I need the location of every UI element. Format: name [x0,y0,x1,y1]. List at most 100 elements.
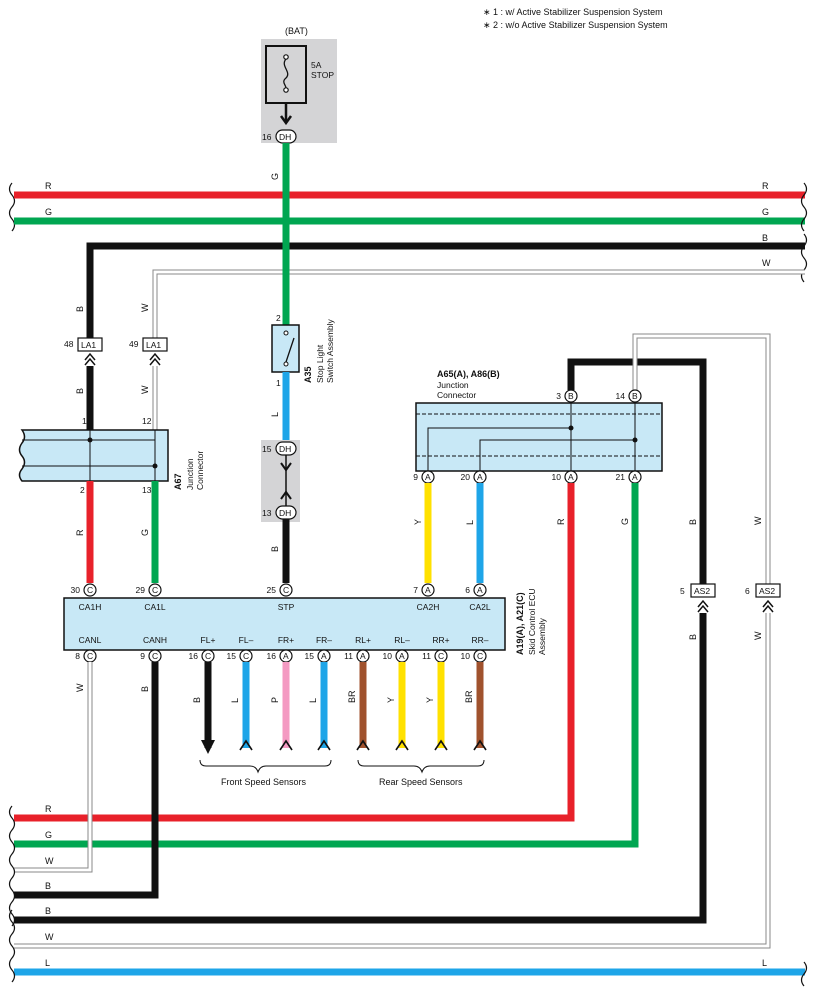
ecu-top-pin-4-terminal [473,583,487,597]
note-active-stabilizer: ∗ 1 : w/ Active Stabilizer Suspension Sy… [483,7,663,17]
wire-r-a65-to-bus [14,483,575,822]
a65-bottom-pin-1-connector-code: A [477,472,483,482]
wire-b-dh-label: B [270,546,280,552]
bus-l-bottom-right-label: L [762,958,767,968]
wire-w-to-la1 [153,270,805,338]
wire-w-as2-lower-label: W [753,631,763,640]
sensor-arrow-down-icon [201,740,215,754]
a65-top-pin-0-terminal [564,389,578,403]
a67-pin-12: 12 [142,416,152,426]
switch-pin-1: 1 [276,378,281,388]
ecu-signal-4: FR+ [278,635,294,645]
ecu-signal-stp: STP [278,602,295,612]
la1-right-pin: 49 [129,339,139,349]
bus-l-bottom-left-label: L [45,958,50,968]
sensor-wire-label-8: Y [425,697,435,703]
a67-pin-2: 2 [80,485,85,495]
dh-top-code: DH [279,444,291,454]
bus-r-top-left-label: R [45,181,52,191]
la1-right-code: LA1 [146,340,161,350]
sensor-chevron-up-icon [317,739,331,751]
ecu-name-1: Skid Control ECU [527,588,537,655]
wire-w-la1-upper-label: W [140,303,150,312]
a65-bottom-pin-1-pin-number: 20 [461,472,471,482]
fuse-terminal-bottom [283,87,289,93]
bus-w-bottom-label-2: W [45,932,54,942]
a65-top-pin-0-pin-number: 3 [556,391,561,401]
front-sensors-label: Front Speed Sensors [221,777,307,787]
la1-right-chevron-icon [149,352,161,361]
ecu-signal-6: RL+ [355,635,371,645]
ecu-top-pin-4-connector-code: A [477,585,483,595]
a65-junction-dot-1 [568,425,574,431]
wire-g-a65-to-bus [14,483,639,848]
wire-l-switch-label: L [270,412,280,417]
note-no-active-stabilizer: ∗ 2 : w/o Active Stabilizer Suspension S… [483,20,668,30]
break-mark-top-left [8,182,16,232]
sensor-wire-label-2: B [192,697,202,703]
ecu-signal-1: CANH [143,635,167,645]
wire-w-la1-lower-label: W [140,385,150,394]
rear-sensors-label: Rear Speed Sensors [379,777,463,787]
ecu-bottom-pin-5-pin-number: 15 [305,651,315,661]
a65-bottom-pin-3-connector-code: A [632,472,638,482]
wire-w-canl [14,662,92,872]
bat-label: (BAT) [285,26,308,36]
ecu-bottom-pin-1-connector-code: C [152,651,158,661]
as2-right-pin: 6 [745,586,750,596]
ecu-bottom-pin-0-pin-number: 8 [75,651,80,661]
ecu-bottom-pin-5-connector-code: A [321,651,327,661]
wire-b-as2-lower-label: B [688,634,698,640]
wire-b-as2-to-bus [14,613,707,924]
wire-w-canl-label: W [75,683,85,692]
ecu-top-pin-2-terminal [279,583,293,597]
sensor-chevron-up-icon [279,739,293,751]
ecu-top-pin-2-connector-code: C [283,585,289,595]
fuse-arrow-icon [279,115,293,126]
wire-w-a65-to-as2 [633,334,770,584]
la1-left-pin: 48 [64,339,74,349]
as2-right-code: AS2 [759,586,775,596]
bus-g-bottom-label: G [45,830,52,840]
wire-w-as2-upper-label: W [753,516,763,525]
a67-pin-13: 13 [142,485,152,495]
rear-sensors-brace [357,759,485,774]
as2-right-chevron-icon-2 [762,604,774,613]
fuse-pin: 16 [262,132,272,142]
as2-left-pin: 5 [680,586,685,596]
ecu-top-pin-3-connector-code: A [425,585,431,595]
break-mark-bottom-left-2 [8,909,16,983]
ecu-top-pin-3-pin-number: 7 [413,585,418,595]
ecu-bottom-pin-2-pin-number: 16 [189,651,199,661]
break-mark-bottom-right [800,961,808,987]
ecu-top-pin-4-pin-number: 6 [465,585,470,595]
bus-b-top-right-label: B [762,233,768,243]
bus-g-top-right-label: G [762,207,769,217]
a65-internal-link-can-l [479,439,636,471]
ecu-top-pin-1-terminal [148,583,162,597]
dh-top-pin: 15 [262,444,272,454]
a67-junction-dot-1 [87,437,93,443]
wire-g-a67-label: G [140,529,150,536]
ecu-top-pin-3-terminal [421,583,435,597]
bus-b-bottom-label-2: B [45,906,51,916]
ecu-bottom-pin-0-connector-code: C [87,651,93,661]
ecu-signal-8: RR+ [432,635,449,645]
wire-b-la1-upper-label: B [75,306,85,312]
a67-code: A67 [173,473,183,490]
fuse-icon [283,58,289,89]
wire-b-canh-label: B [140,686,150,692]
as2-right-connector [755,583,781,598]
a65-bottom-pin-0-connector-code: A [425,472,431,482]
skid-control-ecu [63,597,506,651]
a65-top-pin-0-connector-code: B [568,391,574,401]
sensor-wire-label-4: P [270,697,280,703]
ecu-bottom-pin-9-connector-code: C [477,651,483,661]
ecu-signal-9: RR– [471,635,488,645]
la1-left-code: LA1 [81,340,96,350]
